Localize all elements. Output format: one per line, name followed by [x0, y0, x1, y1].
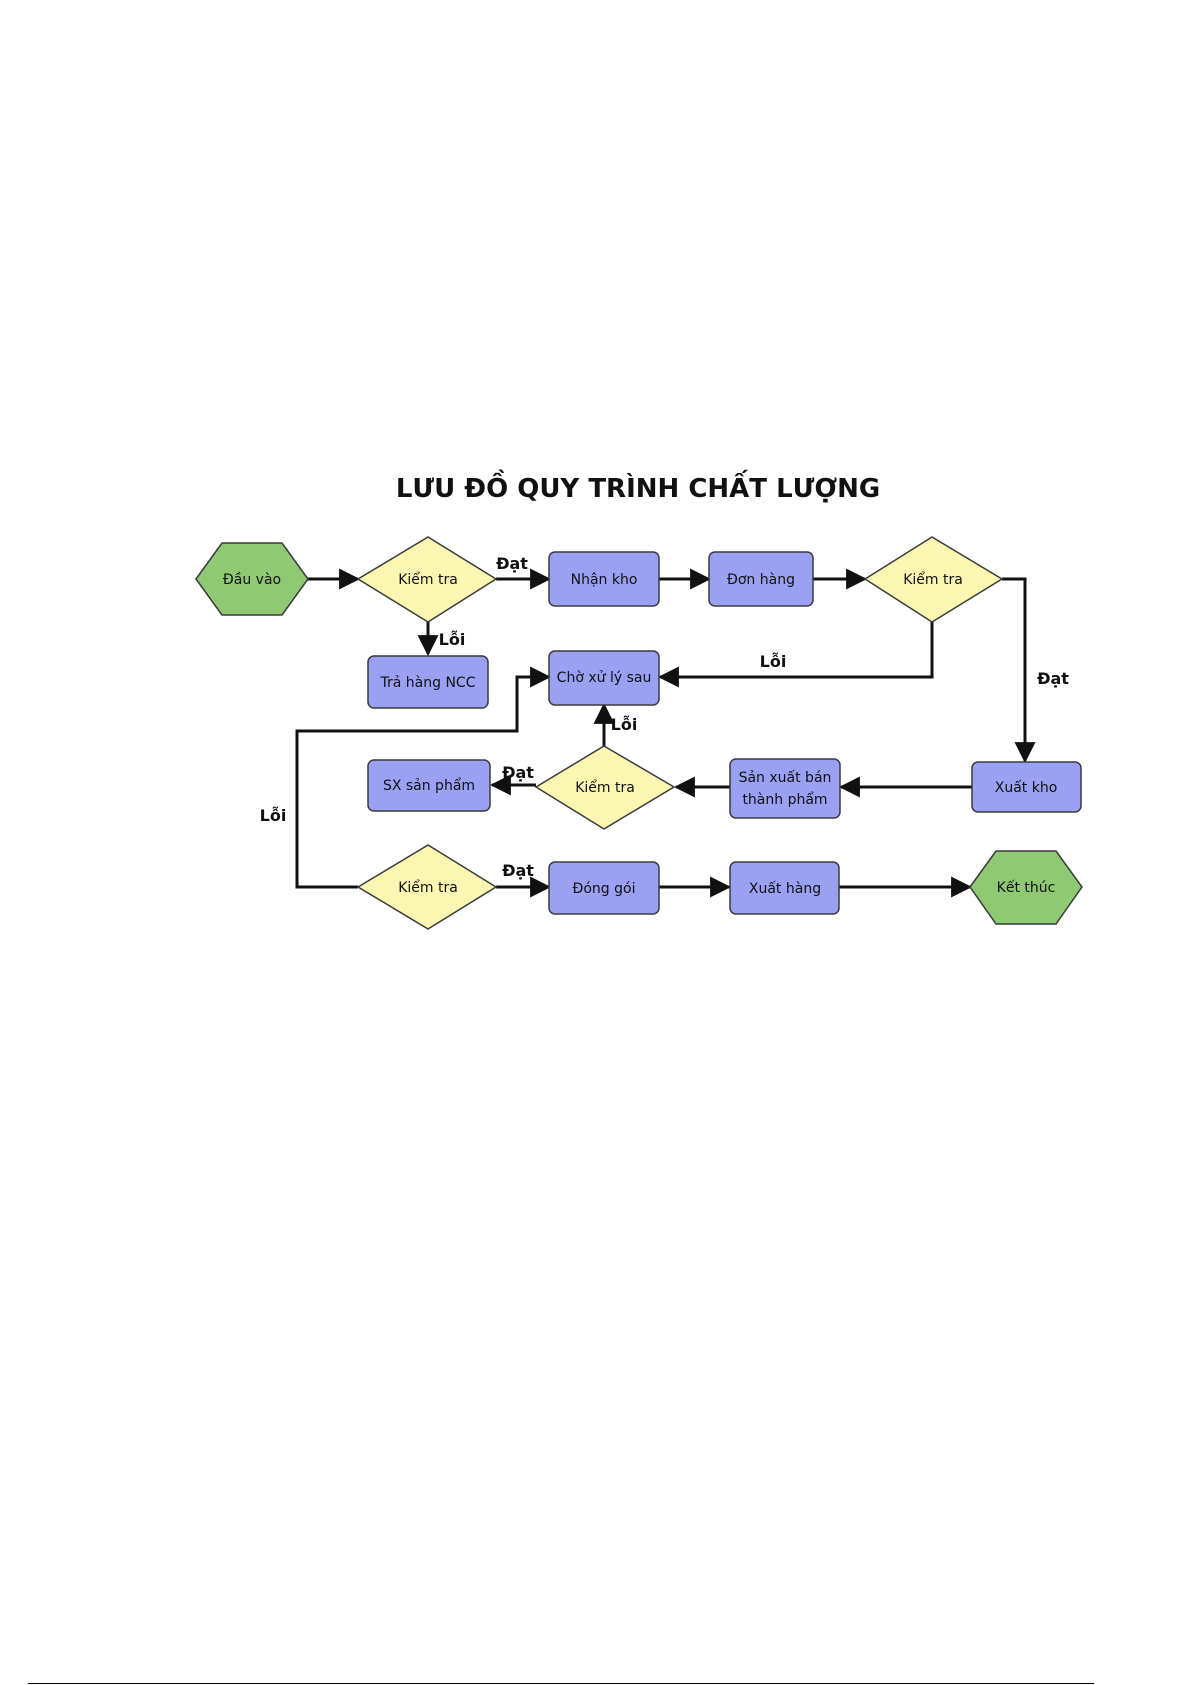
node-pack: Đóng gói — [549, 862, 659, 914]
receive-label: Nhận kho — [571, 572, 638, 588]
edge-label-check1-fail: Lỗi — [439, 630, 466, 649]
node-check3: Kiểm tra — [536, 746, 674, 829]
node-receive: Nhận kho — [549, 552, 659, 606]
edges — [297, 579, 1025, 887]
pack-label: Đóng gói — [573, 881, 636, 897]
node-end: Kết thúc — [970, 851, 1082, 924]
end-label: Kết thúc — [997, 879, 1056, 896]
semi-label-line-2: thành phẩm — [742, 791, 827, 808]
ship-label: Xuất hàng — [749, 881, 821, 897]
node-issue: Xuất kho — [972, 762, 1081, 812]
order-label: Đơn hàng — [727, 572, 795, 588]
check2-label: Kiểm tra — [903, 571, 963, 588]
node-ship: Xuất hàng — [730, 862, 839, 914]
edge-label-check3-pass: Đạt — [502, 763, 534, 782]
semi-label-line-1: Sản xuất bán — [739, 770, 832, 786]
node-check1: Kiểm tra — [358, 537, 496, 622]
pending-label: Chờ xử lý sau — [557, 670, 652, 686]
node-produce: SX sản phẩm — [368, 760, 490, 811]
node-pending: Chờ xử lý sau — [549, 651, 659, 705]
edge-check2-to-issue — [1002, 579, 1025, 761]
node-semi: Sản xuất bán thành phẩm — [730, 759, 840, 818]
node-start: Đầu vào — [196, 543, 308, 615]
produce-label: SX sản phẩm — [383, 777, 475, 794]
page-footer-rule — [28, 1683, 1094, 1684]
edge-label-check1-pass: Đạt — [496, 554, 528, 573]
semi-box — [730, 759, 840, 818]
node-order: Đơn hàng — [709, 552, 813, 606]
node-check4: Kiểm tra — [358, 845, 496, 929]
edge-label-check2-fail: Lỗi — [760, 652, 787, 671]
edge-label-check2-pass: Đạt — [1037, 669, 1069, 688]
edge-label-check4-fail: Lỗi — [260, 806, 287, 825]
check1-label: Kiểm tra — [398, 571, 458, 588]
start-label: Đầu vào — [223, 572, 281, 588]
edge-check2-to-pending — [660, 622, 932, 677]
edge-label-check3-fail: Lỗi — [611, 715, 638, 734]
issue-label: Xuất kho — [995, 780, 1058, 796]
return-label: Trả hàng NCC — [380, 675, 476, 691]
edge-label-check4-pass: Đạt — [502, 861, 534, 880]
check4-label: Kiểm tra — [398, 879, 458, 896]
diagram-title: LƯU ĐỒ QUY TRÌNH CHẤT LƯỢNG — [396, 468, 880, 504]
node-return: Trả hàng NCC — [368, 656, 488, 708]
node-check2: Kiểm tra — [865, 537, 1002, 622]
check3-label: Kiểm tra — [575, 779, 635, 796]
